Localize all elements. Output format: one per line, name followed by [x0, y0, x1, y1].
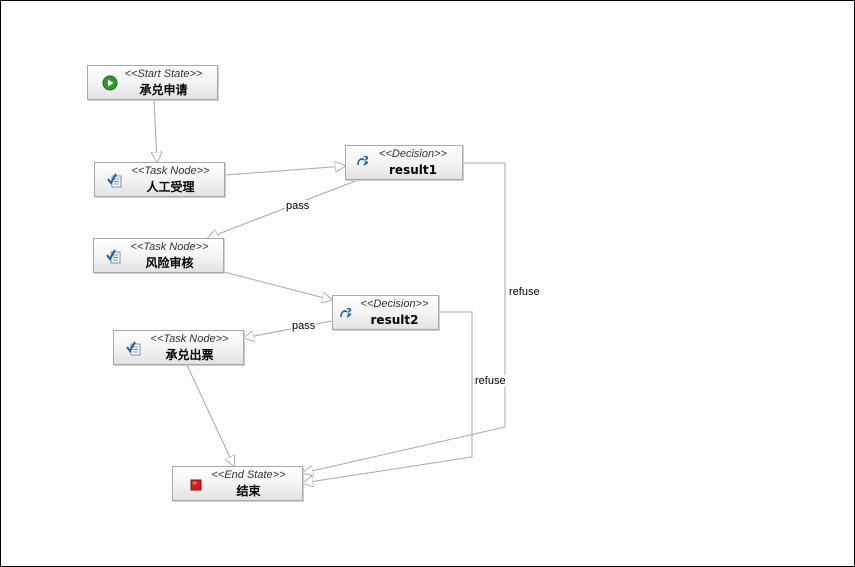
edge-task3-to-end[interactable]: [186, 364, 234, 466]
svg-text:?: ?: [346, 307, 352, 318]
node-stereotype: <<Decision>>: [360, 298, 429, 310]
edge-decision2-to-task3[interactable]: [244, 320, 333, 338]
task-icon: [126, 341, 142, 357]
node-stereotype: <<Task Node>>: [130, 241, 209, 253]
node-label: 结束: [236, 484, 261, 498]
node-label: 承兑出票: [165, 348, 214, 362]
node-label: 承兑申请: [139, 83, 188, 97]
edge-label-d2-refuse: refuse: [474, 375, 507, 387]
edge-task1-to-decision1[interactable]: [224, 166, 345, 176]
start-state-node[interactable]: <<Start State>> 承兑申请: [87, 65, 218, 100]
node-stereotype: <<Task Node>>: [131, 165, 210, 177]
node-stereotype: <<Task Node>>: [150, 333, 229, 345]
svg-text:?: ?: [363, 155, 369, 166]
node-stereotype: <<Start State>>: [124, 68, 203, 80]
node-label: result2: [370, 313, 419, 327]
node-stereotype: <<End State>>: [211, 469, 286, 481]
task-node-risk-review[interactable]: <<Task Node>> 风险审核: [93, 238, 224, 273]
decision-node-result1[interactable]: ? <<Decision>> result1: [345, 145, 463, 180]
task-node-manual-accept[interactable]: <<Task Node>> 人工受理: [94, 162, 225, 197]
node-label: result1: [389, 163, 437, 177]
node-stereotype: <<Decision>>: [379, 148, 447, 160]
end-state-node[interactable]: <<End State>> 结束: [172, 466, 303, 501]
play-icon: [102, 75, 118, 91]
node-label: 人工受理: [146, 180, 195, 194]
edge-decision1-to-task2[interactable]: [208, 179, 359, 238]
edge-label-d1-refuse: refuse: [508, 286, 541, 298]
edge-label-d2-pass: pass: [291, 320, 317, 332]
decision-node-result2[interactable]: ? <<Decision>> result2: [332, 295, 439, 330]
edge-decision2-refuse-to-end[interactable]: [303, 311, 473, 483]
task-icon: [106, 249, 122, 265]
decision-icon: ?: [339, 305, 355, 321]
task-node-issue-bill[interactable]: <<Task Node>> 承兑出票: [113, 330, 244, 365]
stop-icon: [188, 477, 204, 493]
task-icon: [107, 173, 123, 189]
node-label: 风险审核: [145, 256, 194, 270]
edge-decision1-refuse-to-end[interactable]: [303, 162, 506, 473]
decision-icon: ?: [356, 153, 372, 169]
edge-label-d1-pass: pass: [285, 200, 311, 212]
edge-start-to-task1[interactable]: [154, 99, 157, 162]
edge-task2-to-decision2[interactable]: [223, 271, 332, 300]
